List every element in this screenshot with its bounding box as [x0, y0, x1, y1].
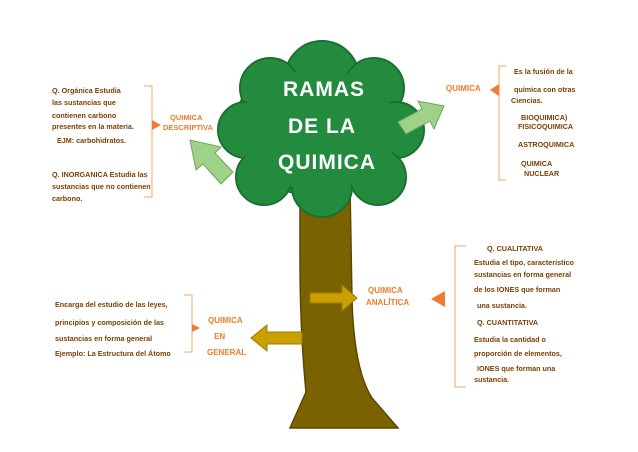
cuantitativa-line-2: Estudia la cantidad o: [474, 335, 546, 344]
item-quimica-nuclear-2: NUCLEAR: [524, 169, 560, 178]
item-quimica-nuclear-1: QUIMICA: [521, 159, 553, 168]
organica-line-5: EJM: carbohidratos.: [57, 136, 127, 145]
triangle-analitica: [431, 291, 445, 307]
general-label-line-2: EN: [214, 332, 226, 341]
organica-line-1: Q. Orgánica Estudia: [52, 86, 121, 95]
item-astroquimica: ASTROQUIMICA: [518, 140, 575, 149]
quimica-right-label: QUIMICA: [446, 84, 481, 93]
inorganica-line-3: carbono.: [52, 194, 83, 203]
fusion-line-3: Ciencias.: [511, 96, 543, 105]
tree-title-line-3: QUIMICA: [278, 151, 376, 174]
triangle-descriptiva: [152, 120, 161, 130]
cualitativa-line-4: de los IONES que forman: [474, 285, 561, 294]
tree-title-line-1: RAMAS: [283, 78, 365, 101]
bracket-descriptiva: [144, 85, 153, 198]
fusion-line-2: química con otras: [514, 85, 576, 94]
bracket-analitica: [454, 245, 466, 388]
arrow-quimica-right: [397, 100, 445, 135]
organica-line-4: presentes en la materia.: [52, 122, 134, 131]
organica-line-3: contienen carbono: [52, 111, 117, 120]
arrow-analitica: [309, 283, 358, 313]
analitica-label-line-1: QUIMICA: [368, 286, 403, 295]
inorganica-line-1: Q. INORGANICA Estudia las: [52, 170, 148, 179]
descriptiva-label-line-2: DESCRIPTIVA: [163, 123, 213, 132]
analitica-label-line-2: ANALÍTICA: [366, 298, 410, 307]
triangle-general: [192, 324, 200, 332]
cuantitativa-line-1: Q. CUANTITATIVA: [477, 318, 539, 327]
arrow-general: [250, 323, 303, 353]
cuantitativa-line-3: proporción de elementos,: [474, 349, 562, 358]
general-desc-line-4: Ejemplo: La Estructura del Átomo: [55, 349, 171, 358]
general-desc-line-3: sustancias en forma general: [55, 334, 153, 343]
tree-title-line-2: DE LA: [288, 115, 356, 138]
cualitativa-line-2: Estudia el tipo, característico: [474, 258, 574, 267]
item-fisicoquimica: FISICOQUIMICA: [518, 122, 574, 131]
cualitativa-line-3: sustancias en forma general: [474, 270, 572, 279]
fusion-line-1: Es la fusión de la: [514, 67, 573, 76]
general-desc-line-2: principios y composición de las: [55, 318, 165, 327]
triangle-quimica-right: [490, 84, 499, 96]
general-label-line-3: GENERAL: [207, 348, 247, 357]
cualitativa-line-5: una sustancia.: [477, 301, 527, 310]
cuantitativa-line-5: sustancia.: [474, 375, 510, 384]
bracket-quimica-right: [498, 65, 506, 181]
item-bioquimica: BIOQUIMICA): [521, 113, 568, 122]
inorganica-line-2: sustancias que no contienen: [52, 182, 151, 191]
cuantitativa-line-4: IONES que forman una: [477, 364, 556, 373]
organica-line-2: las sustancias que: [52, 98, 116, 107]
bracket-general: [184, 294, 193, 353]
general-label-line-1: QUIMICA: [208, 316, 243, 325]
cualitativa-line-1: Q. CUALITATIVA: [487, 244, 543, 253]
general-desc-line-1: Encarga del estudio de las leyes,: [55, 300, 168, 309]
descriptiva-label-line-1: QUIMICA: [170, 113, 203, 122]
arrow-descriptiva: [189, 139, 234, 185]
